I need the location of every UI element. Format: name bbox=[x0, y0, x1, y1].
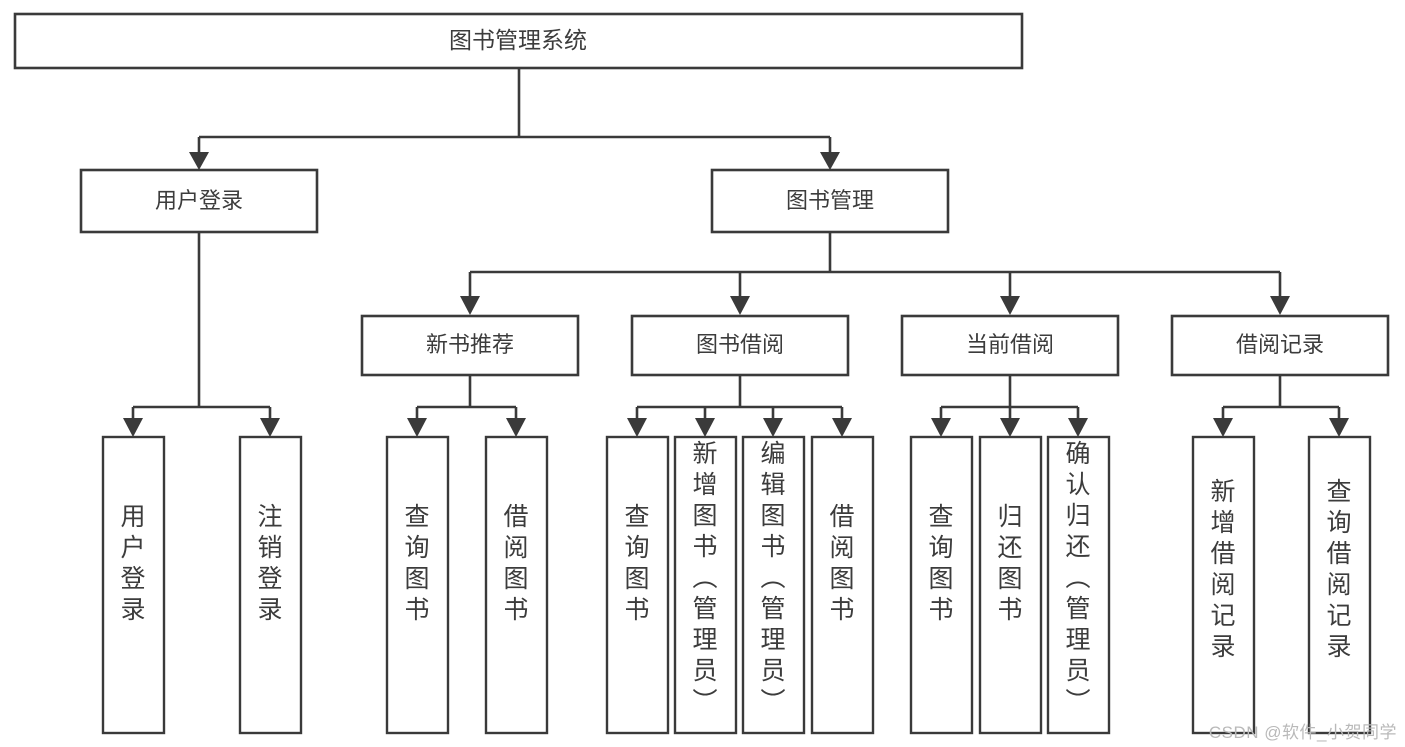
node-root-box[interactable] bbox=[13, 12, 1024, 70]
node-current-borrow[interactable]: 当前借阅 bbox=[900, 314, 1120, 377]
node-leaf-borrow-book-2[interactable]: 借阅图书 bbox=[810, 435, 875, 735]
node-leaf-query-book-3[interactable]: 查询图书 bbox=[909, 435, 974, 735]
node-leaf-edit-book-label: 编辑图书︵管理员︶ bbox=[760, 440, 785, 716]
arrow-leaf-query-book-1 bbox=[407, 418, 427, 437]
csdn-watermark: CSDN @软件_小贺同学 bbox=[1208, 723, 1397, 742]
arrow-leaf-edit-book bbox=[763, 418, 783, 437]
node-leaf-add-book[interactable]: 新增图书︵管理员︶ bbox=[673, 435, 738, 735]
node-leaf-query-book-2[interactable]: 查询图书 bbox=[605, 435, 670, 735]
node-leaf-logout-label: 注销登录 bbox=[257, 503, 282, 624]
node-new-book-rec[interactable]: 新书推荐 bbox=[360, 314, 580, 377]
node-leaf-query-record[interactable]: 查询借阅记录 bbox=[1307, 435, 1372, 735]
node-borrow-record-box[interactable] bbox=[1170, 314, 1390, 377]
node-leaf-borrow-book-1-box[interactable] bbox=[484, 435, 549, 735]
node-leaf-borrow-book-2-label: 借阅图书 bbox=[829, 503, 854, 624]
node-leaf-logout[interactable]: 注销登录 bbox=[238, 435, 303, 735]
node-leaf-add-record[interactable]: 新增借阅记录 bbox=[1191, 435, 1256, 735]
arrow-leaf-borrow-book-1 bbox=[506, 418, 526, 437]
node-leaf-logout-box[interactable] bbox=[238, 435, 303, 735]
arrow-borrow-record bbox=[1270, 296, 1290, 315]
node-book-borrow-box[interactable] bbox=[630, 314, 850, 377]
node-borrow-record-label: 借阅记录 bbox=[1236, 332, 1324, 357]
node-leaf-add-record-box[interactable] bbox=[1191, 435, 1256, 735]
node-root[interactable]: 图书管理系统 bbox=[13, 12, 1024, 70]
arrow-new-book bbox=[460, 296, 480, 315]
node-leaf-add-record-label: 新增借阅记录 bbox=[1210, 478, 1235, 661]
node-leaf-query-record-box[interactable] bbox=[1307, 435, 1372, 735]
node-leaf-return-book-box[interactable] bbox=[978, 435, 1043, 735]
node-leaf-query-book-1-box[interactable] bbox=[385, 435, 450, 735]
arrow-leaf-add-book bbox=[695, 418, 715, 437]
node-leaf-query-book-3-box[interactable] bbox=[909, 435, 974, 735]
node-user-login-label: 用户登录 bbox=[155, 188, 243, 213]
arrow-leaf-user-login bbox=[123, 418, 143, 437]
node-leaf-borrow-book-1[interactable]: 借阅图书 bbox=[484, 435, 549, 735]
node-borrow-record[interactable]: 借阅记录 bbox=[1170, 314, 1390, 377]
node-leaf-add-book-label: 新增图书︵管理员︶ bbox=[692, 440, 717, 716]
node-leaf-query-book-2-label: 查询图书 bbox=[624, 503, 649, 624]
node-book-borrow-label: 图书借阅 bbox=[696, 332, 784, 357]
node-leaf-borrow-book-1-label: 借阅图书 bbox=[503, 503, 528, 624]
node-user-login-box[interactable] bbox=[79, 168, 319, 234]
node-leaf-return-book-label: 归还图书 bbox=[997, 503, 1022, 624]
node-leaf-edit-book-box[interactable] bbox=[741, 435, 806, 735]
connectors-group bbox=[123, 68, 1349, 437]
node-root-label: 图书管理系统 bbox=[449, 27, 587, 53]
node-book-borrow[interactable]: 图书借阅 bbox=[630, 314, 850, 377]
node-leaf-query-book-1-label: 查询图书 bbox=[404, 503, 429, 624]
node-current-borrow-label: 当前借阅 bbox=[966, 332, 1054, 357]
node-leaf-user-login-box[interactable] bbox=[101, 435, 166, 735]
node-user-login[interactable]: 用户登录 bbox=[79, 168, 319, 234]
arrow-leaf-query-record bbox=[1329, 418, 1349, 437]
arrow-leaf-query-book-2 bbox=[627, 418, 647, 437]
arrow-current-borrow bbox=[1000, 296, 1020, 315]
arrow-book-manage bbox=[820, 152, 840, 170]
arrow-user-login bbox=[189, 152, 209, 170]
node-book-manage-box[interactable] bbox=[710, 168, 950, 234]
node-leaf-user-login-label: 用户登录 bbox=[120, 503, 145, 624]
node-leaf-confirm-return[interactable]: 确认归还︵管理员︶ bbox=[1046, 435, 1111, 735]
node-leaf-add-book-box[interactable] bbox=[673, 435, 738, 735]
arrow-leaf-add-record bbox=[1213, 418, 1233, 437]
arrow-leaf-confirm-return bbox=[1068, 418, 1088, 437]
node-book-manage[interactable]: 图书管理 bbox=[710, 168, 950, 234]
arrow-leaf-logout bbox=[260, 418, 280, 437]
node-new-book-rec-label: 新书推荐 bbox=[426, 332, 514, 357]
node-leaf-query-book-3-label: 查询图书 bbox=[928, 503, 953, 624]
node-book-manage-label: 图书管理 bbox=[786, 188, 874, 213]
node-leaf-confirm-return-label: 确认归还︵管理员︶ bbox=[1065, 440, 1090, 716]
node-leaf-edit-book[interactable]: 编辑图书︵管理员︶ bbox=[741, 435, 806, 735]
arrow-leaf-query-book-3 bbox=[931, 418, 951, 437]
node-leaf-user-login[interactable]: 用户登录 bbox=[101, 435, 166, 735]
node-leaf-query-book-1[interactable]: 查询图书 bbox=[385, 435, 450, 735]
node-leaf-confirm-return-box[interactable] bbox=[1046, 435, 1111, 735]
arrow-book-borrow bbox=[730, 296, 750, 315]
node-leaf-query-book-2-box[interactable] bbox=[605, 435, 670, 735]
node-leaf-borrow-book-2-box[interactable] bbox=[810, 435, 875, 735]
arrow-leaf-return-book bbox=[1000, 418, 1020, 437]
node-current-borrow-box[interactable] bbox=[900, 314, 1120, 377]
node-new-book-rec-box[interactable] bbox=[360, 314, 580, 377]
node-leaf-return-book[interactable]: 归还图书 bbox=[978, 435, 1043, 735]
node-leaf-query-record-label: 查询借阅记录 bbox=[1326, 478, 1351, 661]
arrow-leaf-borrow-book-2 bbox=[832, 418, 852, 437]
